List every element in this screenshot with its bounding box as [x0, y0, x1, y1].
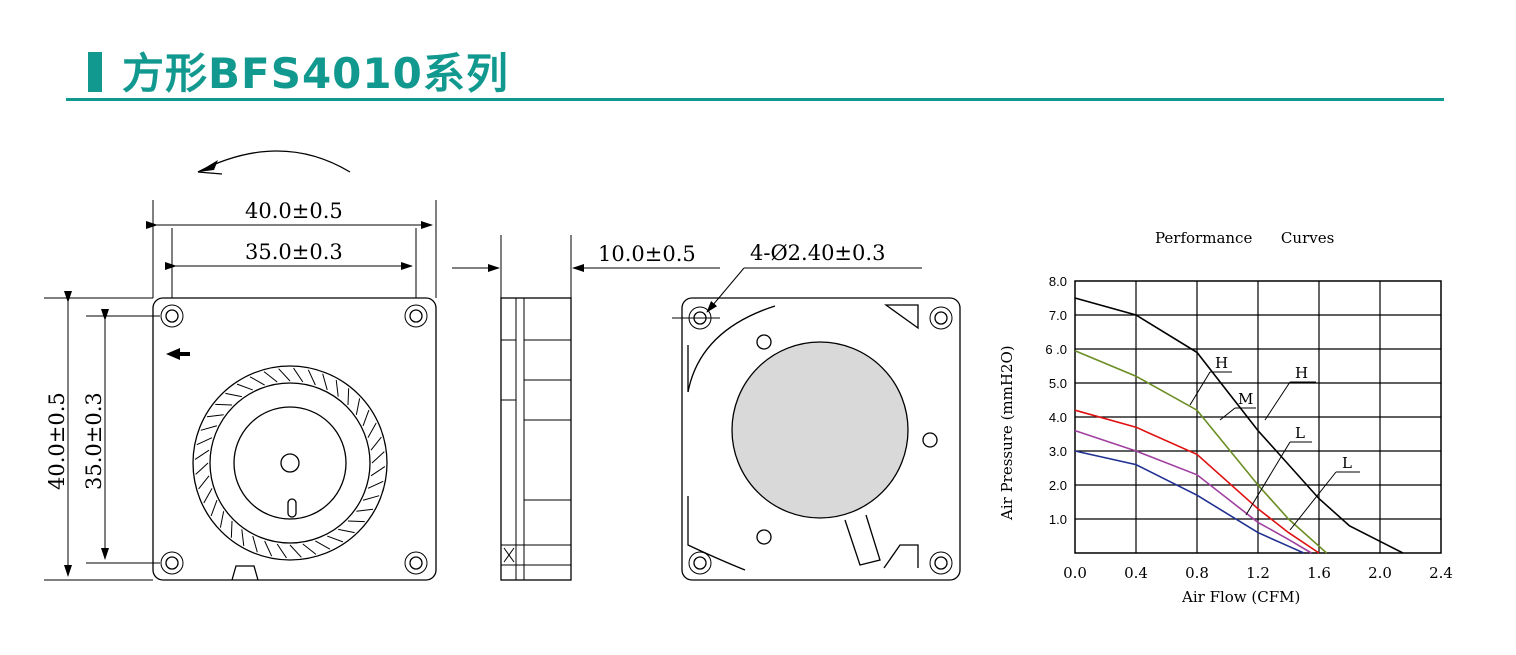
fan-blade [219, 511, 225, 528]
fan-blade [347, 520, 365, 523]
front-view: 40.0±0.5 35.0±0.3 40.0±0.5 35.0±0.3 [44, 150, 437, 581]
y-tick-label: 5.0 [1049, 376, 1067, 391]
y-tick-label: 7.0 [1049, 308, 1067, 323]
fan-blade [338, 528, 355, 534]
series-label-1: H [1215, 354, 1228, 372]
fan-blade [203, 488, 213, 504]
series-line-3 [1074, 429, 1312, 554]
fan-blade [370, 466, 386, 477]
fan-blade [249, 376, 265, 386]
fan-blade [356, 508, 374, 512]
series-label-2: M [1238, 390, 1253, 408]
series-label-3: L [1295, 424, 1305, 442]
rotation-arrow-icon [197, 150, 351, 173]
back-view: 4-Ø2.40±0.3 [672, 241, 961, 581]
chart-title: Performance Curves [1155, 229, 1334, 247]
fan-blade [252, 535, 258, 553]
x-tick-label: 1.2 [1246, 564, 1270, 582]
series-label-0: H [1295, 364, 1308, 382]
callout-leader [1264, 381, 1291, 421]
fan-blade [347, 388, 350, 406]
hub-label [731, 341, 909, 519]
callout-leader [1289, 471, 1337, 531]
page-title: 方形BFS4010系列 [122, 49, 509, 98]
fan-blade [200, 425, 218, 431]
fan-blade [370, 436, 382, 451]
series-line-0 [1074, 297, 1404, 554]
fan-blade [225, 392, 242, 398]
fan-blade [264, 540, 273, 557]
x-tick-label: 1.6 [1307, 564, 1331, 582]
series-line-4 [1074, 450, 1305, 554]
fan-blade [210, 500, 218, 517]
height-outer-dimension: 40.0±0.5 [45, 392, 69, 490]
thickness-dimension: 10.0±0.5 [598, 242, 696, 266]
side-view: 10.0±0.5 [452, 235, 720, 581]
fan-blade [327, 535, 344, 543]
fan-blade [241, 529, 245, 547]
x-tick-label: 2.0 [1368, 564, 1392, 582]
y-tick-label: 3.0 [1049, 444, 1067, 459]
title-accent-bar [88, 52, 102, 92]
y-tick-label: 4.0 [1049, 410, 1067, 425]
y-tick-label: 6 .0 [1045, 342, 1067, 357]
fan-blade [322, 373, 328, 391]
y-tick-label: 1.0 [1049, 512, 1067, 527]
fan-blade [236, 383, 253, 391]
fan-blade [194, 449, 210, 460]
x-tick-label: 0.0 [1063, 564, 1087, 582]
fan-blade [362, 495, 380, 501]
fan-blade [362, 409, 370, 426]
x-tick-label: 0.8 [1185, 564, 1209, 582]
fan-blade [367, 480, 384, 489]
fan-blade [278, 368, 291, 382]
x-axis-label: Air Flow (CFM) [1181, 588, 1300, 606]
fan-blade [307, 369, 316, 386]
fan-blade [315, 540, 331, 550]
series-line-2 [1074, 409, 1320, 554]
airflow-arrow-icon [166, 348, 190, 360]
x-tick-label: 2.4 [1429, 564, 1453, 582]
fan-blade [206, 414, 224, 418]
fan-blade [263, 371, 278, 383]
y-tick-label: 8.0 [1049, 274, 1067, 289]
fan-blade [355, 398, 361, 415]
series-line-1 [1074, 349, 1328, 554]
fan-blade [293, 367, 304, 383]
fan-blade [196, 437, 213, 446]
fan-blade [195, 462, 209, 475]
fan-blade [302, 543, 317, 555]
y-axis-label: Air Pressure (mmH2O) [998, 345, 1016, 521]
width-holes-dimension: 35.0±0.3 [245, 240, 343, 264]
fan-blade [371, 451, 385, 464]
callout-leader [1219, 407, 1236, 421]
y-tick-label: 2.0 [1049, 478, 1067, 493]
fan-blade [276, 543, 287, 559]
callout-leader [1189, 371, 1211, 406]
series-label-4: L [1342, 454, 1352, 472]
hole-spec-dimension: 4-Ø2.40±0.3 [750, 241, 885, 265]
callout-leader [1245, 441, 1291, 516]
fan-blade [367, 422, 377, 438]
fan-blade [335, 379, 339, 397]
fan-blade [215, 403, 233, 406]
fan-blade [198, 475, 210, 490]
width-outer-dimension: 40.0±0.5 [245, 199, 343, 223]
title-underline [66, 98, 1444, 101]
fan-blade [289, 544, 302, 558]
height-holes-dimension: 35.0±0.3 [82, 392, 106, 490]
x-tick-label: 0.4 [1124, 564, 1148, 582]
fan-blade [230, 520, 233, 538]
performance-chart: Performance Curves Air Flow (CFM) Air Pr… [998, 229, 1453, 606]
